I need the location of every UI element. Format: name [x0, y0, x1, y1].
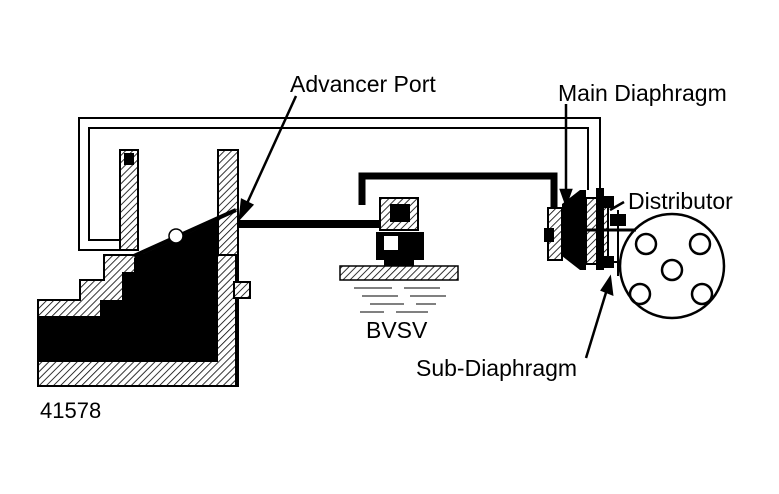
leader-arrows — [238, 95, 625, 359]
main-diaphragm-label: Main Diaphragm — [558, 80, 727, 106]
sub-diaphragm-arrow — [584, 285, 610, 359]
figure-number: 41578 — [40, 398, 101, 423]
distributor-cap — [617, 210, 726, 320]
throttle-body — [37, 149, 251, 387]
advancer-port-arrow — [242, 95, 298, 211]
coolant-waves — [354, 287, 446, 313]
advancer-hose — [238, 220, 384, 228]
sub-diaphragm-label: Sub-Diaphragm — [416, 355, 577, 381]
bvsv-valve — [339, 197, 459, 313]
distributor-label: Distributor — [628, 188, 733, 214]
throttle-plate — [133, 208, 237, 258]
distributor-arrow — [609, 200, 625, 212]
bvsv-hose — [358, 172, 558, 210]
bvsv-label: BVSV — [366, 317, 428, 343]
advancer-port-label: Advancer Port — [290, 71, 436, 97]
vacuum-advance-unit — [544, 188, 636, 270]
upper-vacuum-hose — [78, 117, 601, 251]
